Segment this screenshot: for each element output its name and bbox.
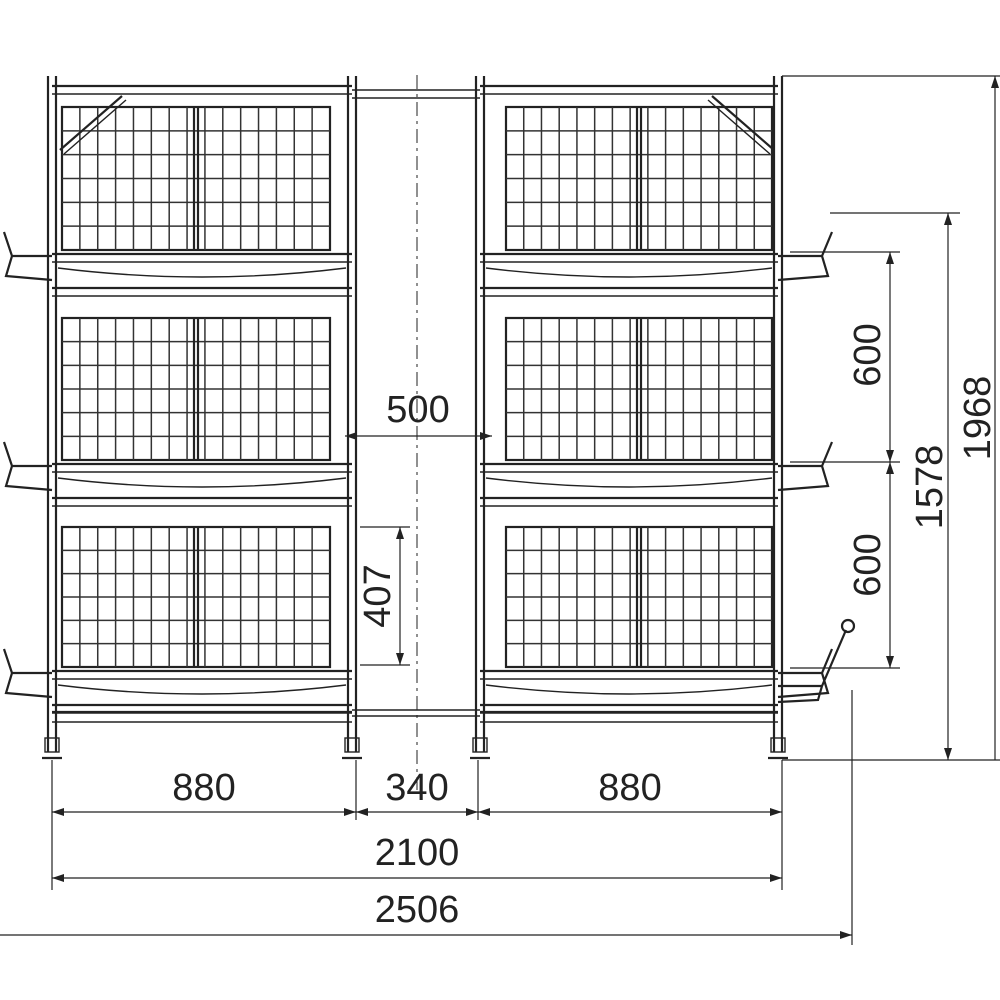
brace <box>59 95 123 151</box>
arrow <box>478 808 490 816</box>
arrow <box>944 213 952 225</box>
arrow <box>52 874 64 882</box>
manure-belt <box>57 477 347 488</box>
manure-belt <box>485 477 773 488</box>
dim-label-overall-width: 2506 <box>375 889 460 931</box>
arrow <box>396 653 404 665</box>
arrow <box>886 252 894 264</box>
dimension-lines <box>0 75 1000 945</box>
feeder-handle <box>777 629 848 704</box>
arrow <box>840 931 852 939</box>
dim-label-bay-left: 880 <box>172 767 235 809</box>
feed-trough <box>777 441 834 492</box>
brace <box>63 99 127 155</box>
arrow <box>480 432 492 440</box>
feeder-knob <box>840 618 856 634</box>
feed-trough <box>777 648 834 699</box>
arrow <box>991 76 999 88</box>
arrow <box>944 748 952 760</box>
post-foot <box>770 737 786 753</box>
feed-trough <box>2 441 53 492</box>
feed-trough <box>777 231 834 282</box>
dim-label-bay-right: 880 <box>598 767 661 809</box>
arrow <box>886 450 894 462</box>
arrow <box>356 808 368 816</box>
arrow <box>52 808 64 816</box>
brace <box>711 95 775 151</box>
post-foot <box>44 737 60 753</box>
manure-belt <box>57 684 347 695</box>
feed-trough <box>2 231 53 282</box>
dim-label-tier-upper: 600 <box>847 323 889 386</box>
feed-trough <box>2 648 53 699</box>
arrow <box>770 874 782 882</box>
manure-belt <box>485 684 773 695</box>
arrow <box>886 656 894 668</box>
dim-label-overall-height: 1968 <box>957 376 999 461</box>
dim-label-trough-span: 1578 <box>909 445 951 530</box>
post-foot <box>344 737 360 753</box>
arrow <box>396 527 404 539</box>
dim-label-frame-width: 2100 <box>375 832 460 874</box>
arrow <box>345 432 357 440</box>
arrow <box>886 462 894 474</box>
dim-label-aisle: 340 <box>385 767 448 809</box>
arrow <box>344 808 356 816</box>
dim-label-cage-height: 407 <box>357 564 399 627</box>
arrow <box>466 808 478 816</box>
manure-belt <box>485 267 773 278</box>
dim-label-aisle-clearance: 500 <box>386 389 449 431</box>
cage-structure <box>2 76 856 760</box>
manure-belt <box>57 267 347 278</box>
brace <box>707 99 771 155</box>
dim-label-tier-lower: 600 <box>847 533 889 596</box>
post-foot <box>472 737 488 753</box>
arrow <box>770 808 782 816</box>
